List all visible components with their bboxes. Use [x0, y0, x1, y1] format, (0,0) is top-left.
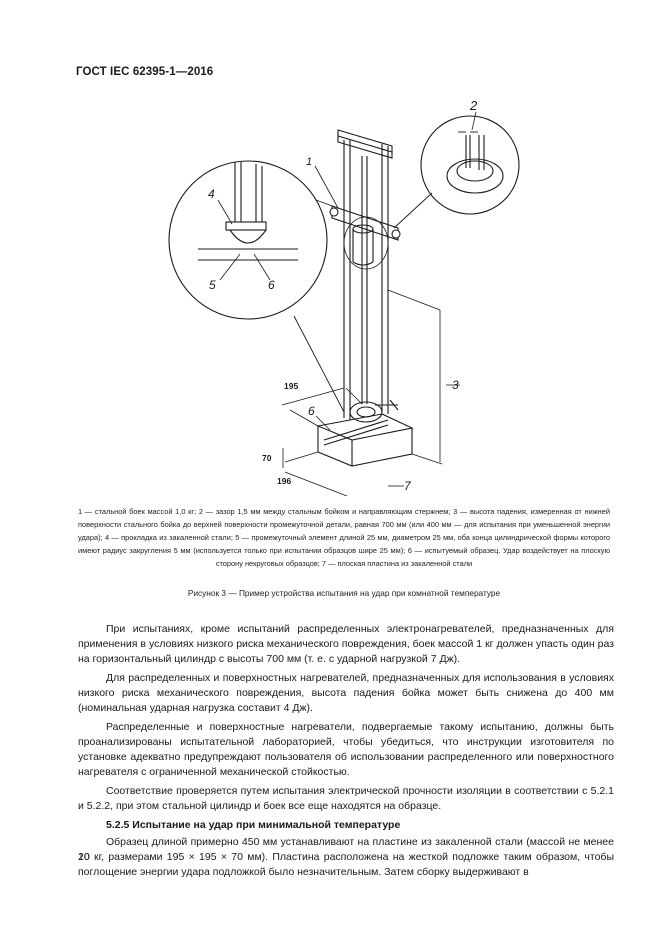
paragraph-4: Соответствие проверяется путем испытания… — [78, 785, 614, 812]
specimen-assembly-drawing — [323, 399, 399, 446]
body-text: При испытаниях, кроме испытаний распреде… — [78, 622, 614, 884]
label-3: 3 — [452, 378, 459, 392]
dimension-195: 195 — [284, 381, 298, 391]
page-number: 10 — [78, 851, 90, 863]
label-6-detail: 6 — [268, 278, 275, 292]
label-4: 4 — [208, 187, 215, 201]
figure-legend: 1 — стальной боек массой 1,0 кг; 2 — заз… — [78, 507, 610, 568]
dimension-lines — [281, 289, 443, 496]
section-heading: 5.2.5 Испытание на удар при минимальной … — [106, 819, 401, 831]
detail-circle-right — [393, 115, 520, 229]
label-1: 1 — [306, 156, 312, 168]
paragraph-1: При испытаниях, кроме испытаний распреде… — [78, 623, 614, 665]
document-header: ГОСТ IEC 62395-1—2016 — [76, 66, 214, 78]
leader-lines — [217, 111, 477, 487]
impact-test-apparatus-drawing: 1 2 3 4 5 6 6 7 195 70 196 — [168, 98, 520, 496]
label-5: 5 — [209, 278, 216, 292]
label-6: 6 — [308, 404, 315, 418]
detail-circle-left — [168, 160, 345, 413]
paragraph-2: Для распределенных и поверхностных нагре… — [78, 672, 614, 714]
label-7: 7 — [404, 479, 412, 493]
steel-weight-drawing — [343, 216, 389, 270]
dimension-70: 70 — [262, 453, 272, 463]
dimension-196: 196 — [277, 476, 291, 486]
guide-rods-drawing — [337, 129, 393, 420]
paragraph-3: Распределенные и поверхностные нагревате… — [78, 721, 614, 778]
figure-caption: Рисунок 3 — Пример устройства испытания … — [187, 588, 501, 598]
clamp-drawing — [329, 205, 401, 241]
paragraph-5: Образец длиной примерно 450 мм устанавли… — [78, 836, 614, 878]
label-2: 2 — [469, 98, 478, 113]
